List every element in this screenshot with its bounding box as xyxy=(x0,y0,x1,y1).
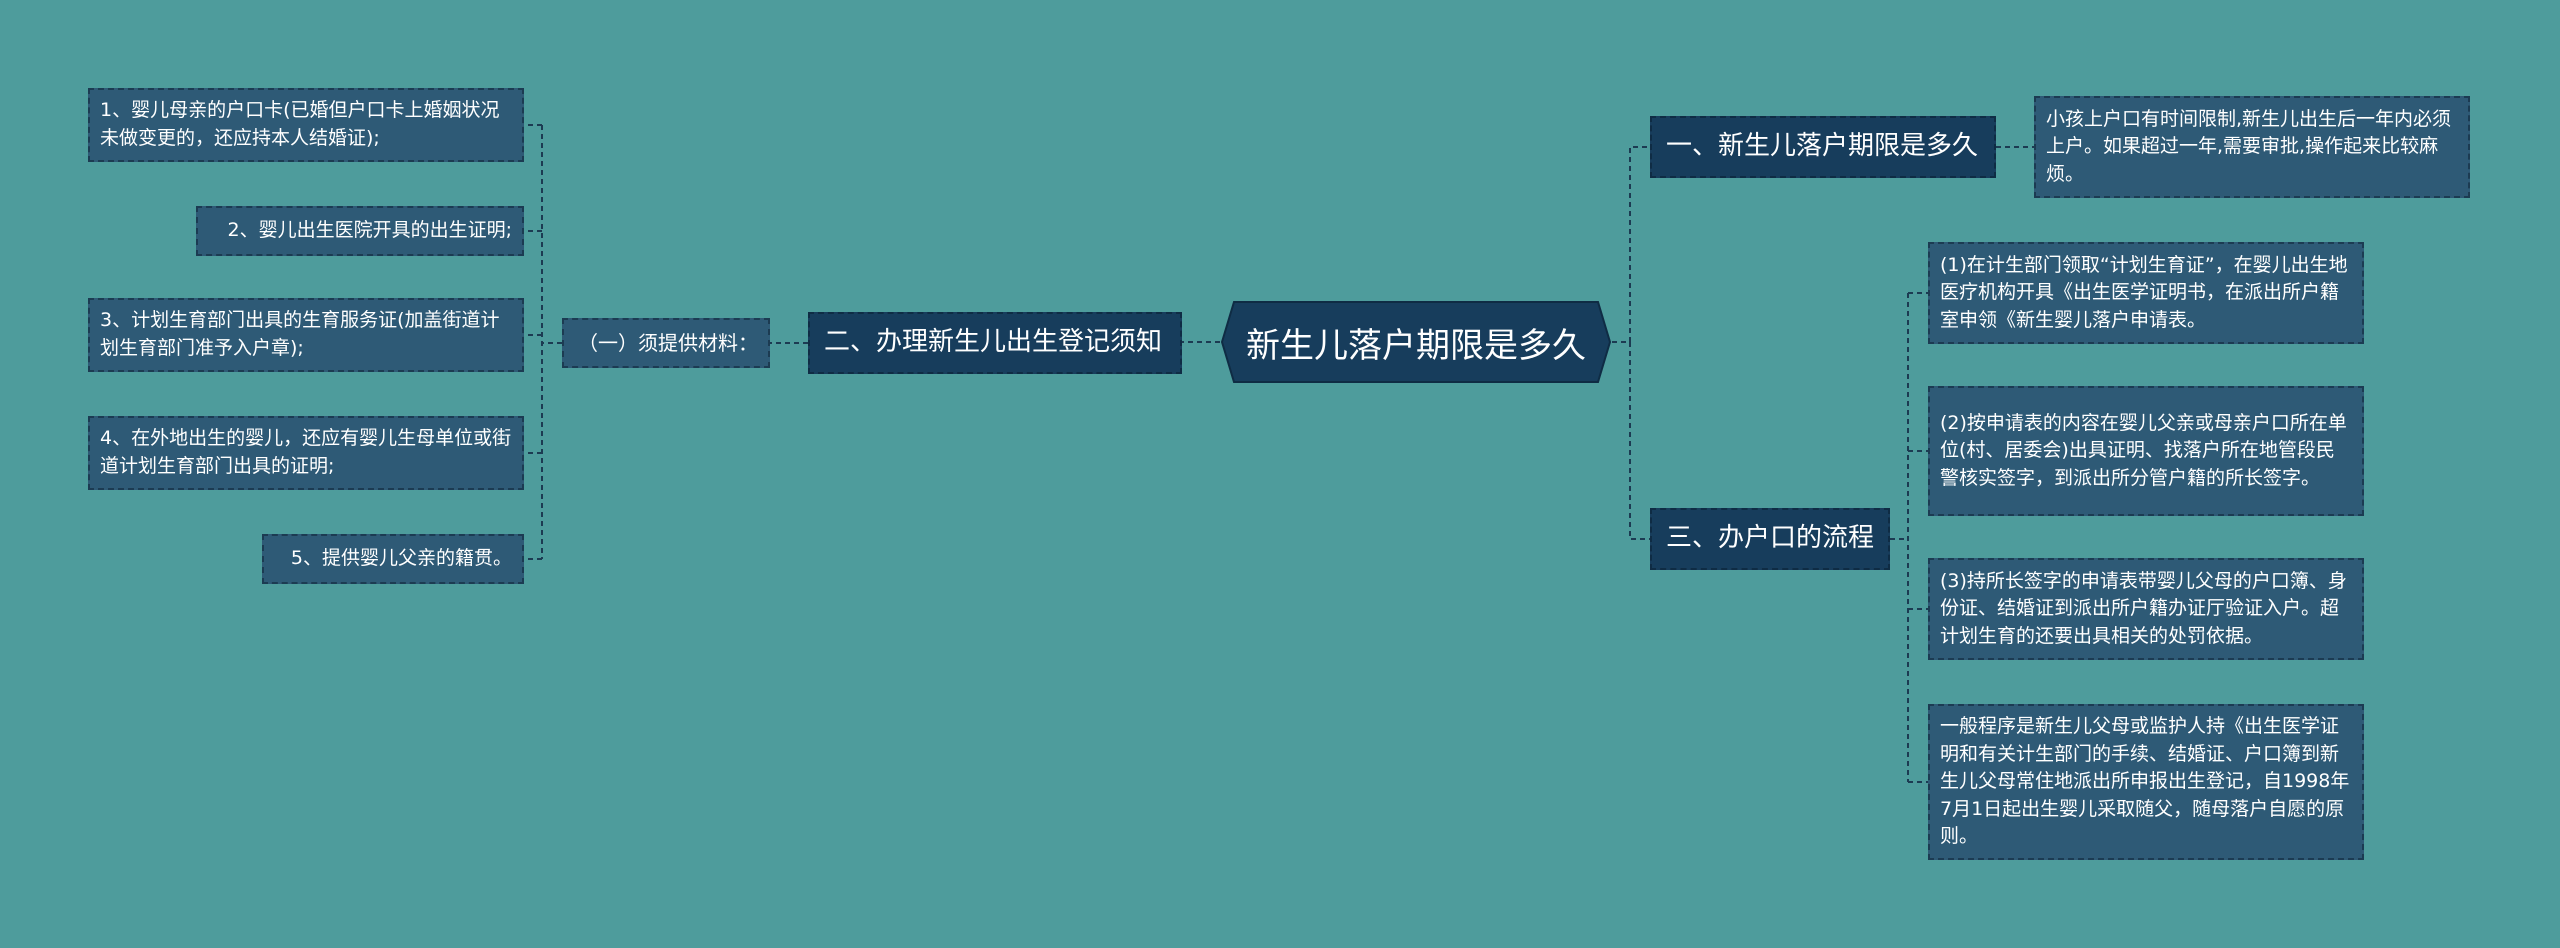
branch-household-process-label: 三、办户口的流程 xyxy=(1666,523,1875,554)
leaf-material-5[interactable]: 5、提供婴儿父亲的籍贯。 xyxy=(262,534,524,584)
branch-household-process[interactable]: 三、办户口的流程 xyxy=(1650,508,1890,570)
leaf-process-step-1[interactable]: (1)在计生部门领取“计划生育证”，在婴儿出生地医疗机构开具《出生医学证明书，在… xyxy=(1928,242,2364,344)
leaf-material-4[interactable]: 4、在外地出生的婴儿，还应有婴儿生母单位或街道计划生育部门出具的证明; xyxy=(88,416,524,490)
branch-settle-deadline[interactable]: 一、新生儿落户期限是多久 xyxy=(1650,116,1996,178)
root-shape xyxy=(1220,301,1612,383)
connector-root-branch1 xyxy=(1612,146,1650,343)
leaf-process-general[interactable]: 一般程序是新生儿父母或监护人持《出生医学证明和有关计生部门的手续、结婚证、户口簿… xyxy=(1928,704,2364,860)
root-node[interactable]: 新生儿落户期限是多久 xyxy=(1220,300,1612,384)
leaf-material-1[interactable]: 1、婴儿母亲的户口卡(已婚但户口卡上婚姻状况未做变更的，还应持本人结婚证); xyxy=(88,88,524,162)
connector-root-branch3 xyxy=(1629,342,1650,540)
branch-birth-registration[interactable]: 二、办理新生儿出生登记须知 xyxy=(808,312,1182,374)
root-label: 新生儿落户期限是多久 xyxy=(1246,325,1586,366)
branch-settle-deadline-label: 一、新生儿落户期限是多久 xyxy=(1666,131,1979,162)
leaf-process-step-3[interactable]: (3)持所长签字的申请表带婴儿父母的户口簿、身份证、结婚证到派出所户籍办证厅验证… xyxy=(1928,558,2364,660)
leaf-deadline-detail[interactable]: 小孩上户口有时间限制,新生儿出生后一年内必须上户。如果超过一年,需要审批,操作起… xyxy=(2034,96,2470,198)
leaf-process-step-2[interactable]: (2)按申请表的内容在婴儿父亲或母亲户口所在单位(村、居委会)出具证明、找落户所… xyxy=(1928,386,2364,516)
branch-birth-registration-label: 二、办理新生儿出生登记须知 xyxy=(824,327,1163,358)
sub-required-materials[interactable]: （一）须提供材料： xyxy=(562,318,770,368)
leaf-material-3[interactable]: 3、计划生育部门出具的生育服务证(加盖街道计划生育部门准予入户章); xyxy=(88,298,524,372)
leaf-material-2[interactable]: 2、婴儿出生医院开具的出生证明; xyxy=(196,206,524,256)
